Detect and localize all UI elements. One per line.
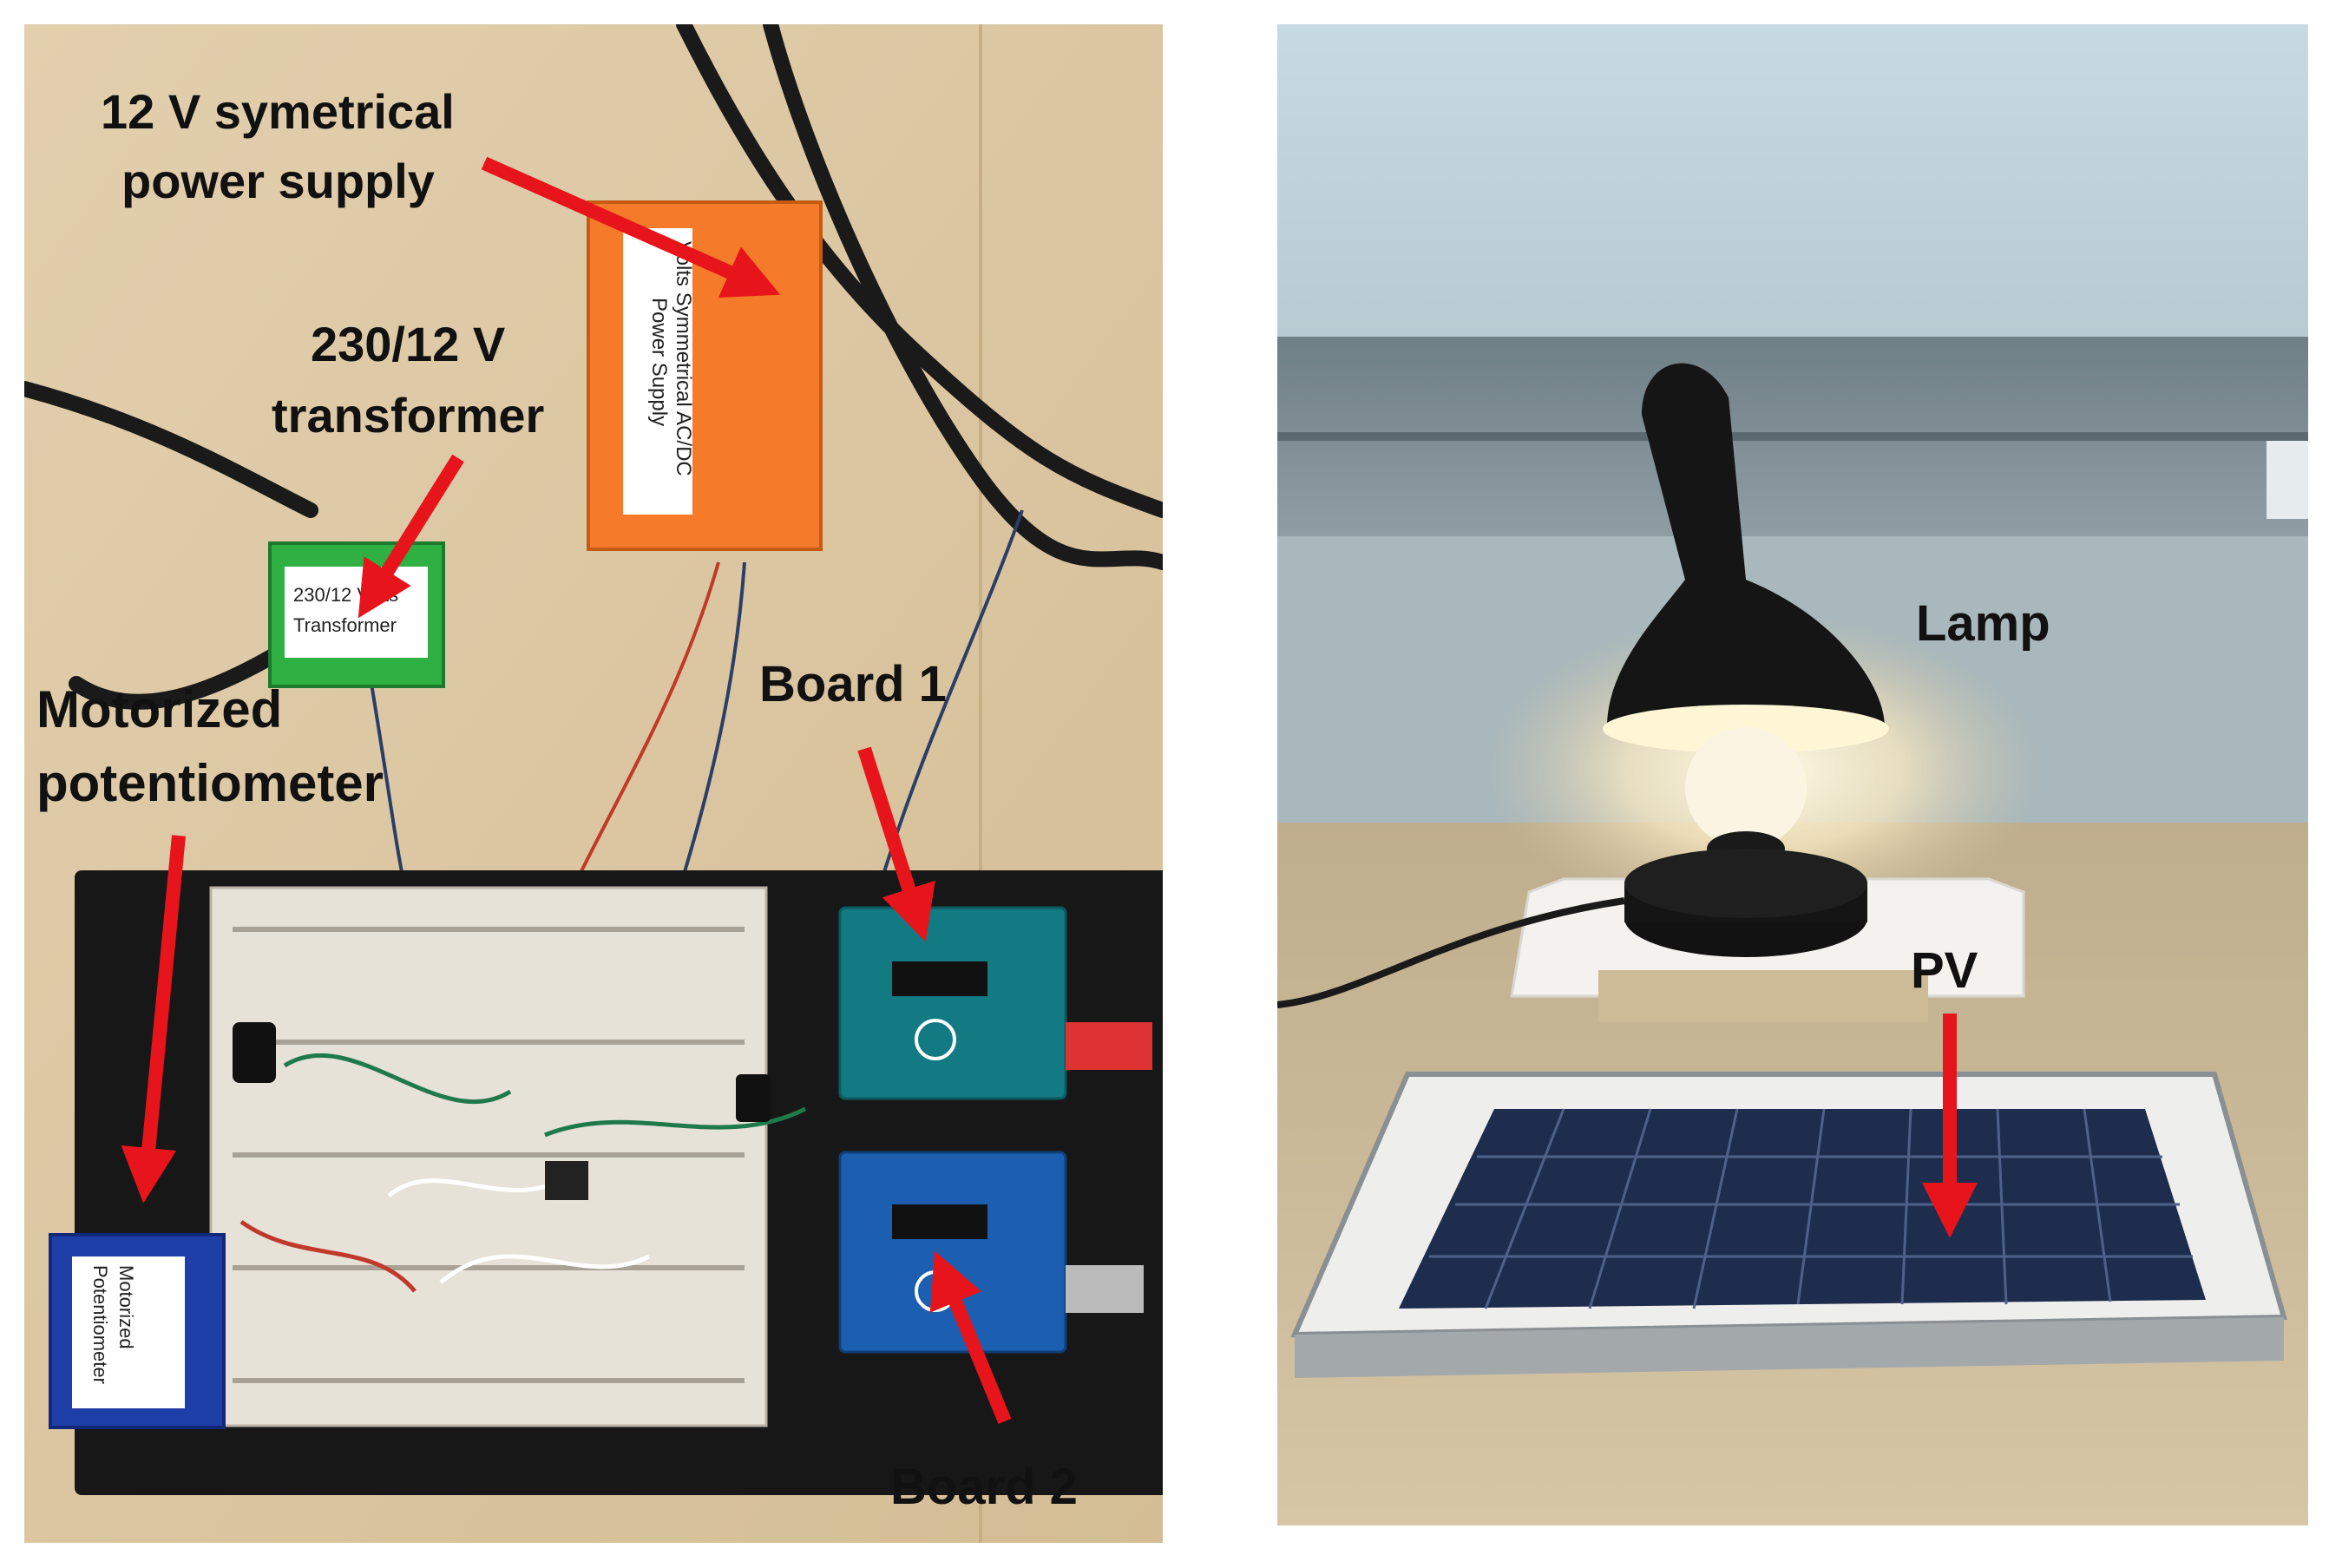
right-photo-svg: Lamp PV	[1277, 24, 2308, 1525]
lamp-cord	[1277, 897, 1625, 1008]
pot-box-label-1: Motorized	[115, 1265, 137, 1349]
lamp	[1603, 363, 1889, 957]
power-supply-box-label-1: Volts Symmetrical AC/DC	[672, 241, 695, 476]
transformer-box: 230/12 Volts Transformer	[268, 541, 445, 688]
pot-box-label-2: Potentiometer	[89, 1265, 111, 1384]
right-photo-panel: Lamp PV	[1277, 24, 2308, 1525]
board1-usb-cable	[1066, 1022, 1152, 1070]
transformer-box-label-2: Transformer	[293, 614, 397, 636]
arrow-potentiometer	[121, 835, 186, 1204]
left-photo-panel: Volts Symmetrical AC/DC Power Supply 230…	[24, 24, 1163, 1543]
label-board2: Board 2	[890, 1459, 1078, 1515]
pv-panel	[1290, 1072, 2287, 1378]
label-board1: Board 1	[759, 656, 947, 712]
label-transformer-2: transformer	[272, 388, 544, 443]
label-transformer-1: 230/12 V	[311, 317, 505, 371]
label-power-supply-1: 12 V symetrical	[101, 84, 455, 139]
breadboard	[209, 886, 807, 1427]
left-photo-svg: Volts Symmetrical AC/DC Power Supply 230…	[24, 24, 1163, 1543]
power-supply-box-label-2: Power Supply	[647, 298, 671, 426]
label-potentiometer-1: Motorized	[36, 680, 282, 738]
wall-socket	[2267, 441, 2308, 519]
arrow-board2	[929, 1250, 1012, 1425]
power-supply-box: Volts Symmetrical AC/DC Power Supply	[587, 200, 823, 551]
arrow-board1	[857, 746, 935, 942]
label-power-supply-2: power supply	[121, 154, 435, 208]
label-lamp: Lamp	[1916, 595, 2050, 652]
arrow-power-supply	[481, 156, 781, 298]
label-potentiometer-2: potentiometer	[36, 754, 384, 812]
board1-arduino	[838, 906, 1152, 1100]
label-pv: PV	[1911, 942, 1978, 999]
wall	[1277, 24, 2308, 337]
annotation-arrows	[121, 156, 1012, 1425]
pot-box: Motorized Potentiometer	[49, 1233, 226, 1429]
arrow-transformer	[358, 454, 464, 619]
